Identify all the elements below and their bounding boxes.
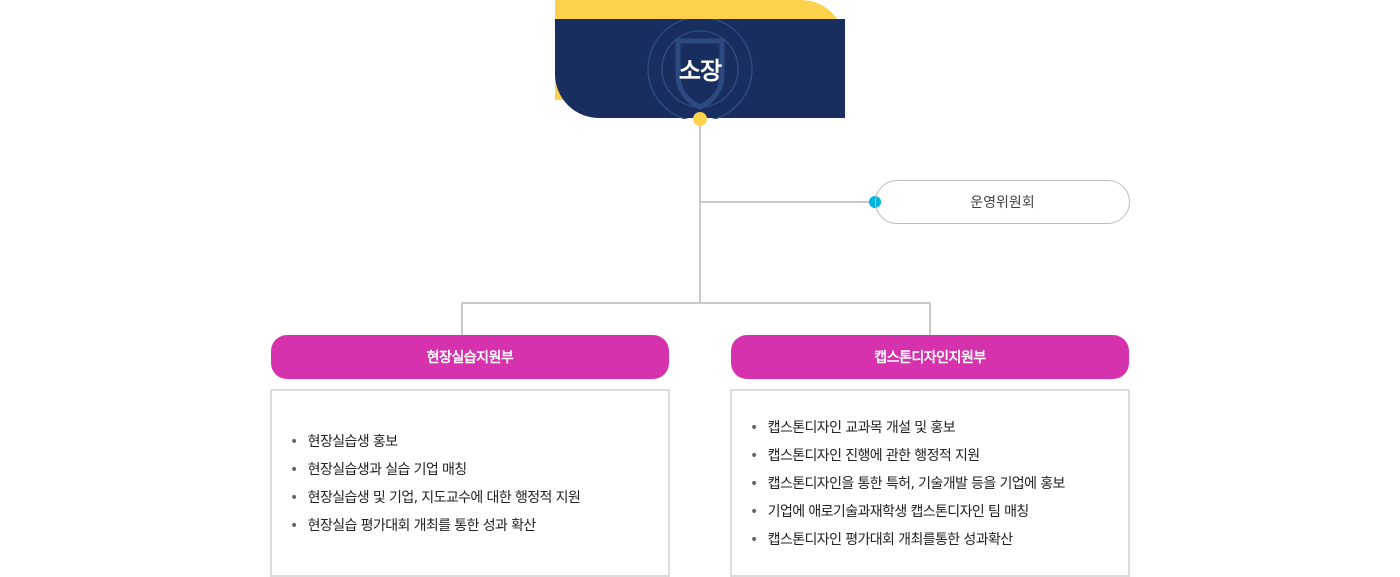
duty-item: 캡스톤디자인 평가대회 개최를통한 성과확산 xyxy=(750,526,1065,554)
duty-item: 캡스톤디자인 교과목 개설 및 홍보 xyxy=(750,414,1065,442)
connector-line xyxy=(461,302,463,335)
duty-item: 현장실습생 홍보 xyxy=(290,428,580,456)
committee-box: 운영위원회 xyxy=(875,180,1130,224)
head-connector-dot xyxy=(693,112,707,126)
duty-item: 기업에 애로기술과재학생 캡스톤디자인 팀 매칭 xyxy=(750,498,1065,526)
head-label: 소장 xyxy=(678,57,722,85)
head-box: 소장 xyxy=(555,19,845,119)
connector-line xyxy=(929,302,931,335)
duty-item: 현장실습생 및 기업, 지도교수에 대한 행정적 지원 xyxy=(290,484,581,512)
connector-line xyxy=(699,126,701,304)
dept-capstone-title: 캡스톤디자인지원부 xyxy=(731,335,1129,379)
connector-line xyxy=(700,201,876,203)
connector-line xyxy=(461,302,931,304)
duty-item: 캡스톤디자인 진행에 관한 행정적 지원 xyxy=(750,442,1065,470)
duty-item: 현장실습 평가대회 개최를 통한 성과 확산 xyxy=(290,512,580,540)
dept-field-practice-duties: 현장실습생 홍보 현장실습생과 실습 기업 매칭 현장실습생 및 기업, 지도교… xyxy=(270,389,670,577)
dept-field-practice-title: 현장실습지원부 xyxy=(271,335,669,379)
duty-item: 현장실습생과 실습 기업 매칭 xyxy=(290,456,580,484)
university-seal-icon xyxy=(647,19,753,119)
dept-capstone-duties: 캡스톤디자인 교과목 개설 및 홍보 캡스톤디자인 진행에 관한 행정적 지원 … xyxy=(730,389,1130,577)
duty-item: 캡스톤디자인을 통한 특허, 기술개발 등을 기업에 홍보 xyxy=(750,470,1066,498)
